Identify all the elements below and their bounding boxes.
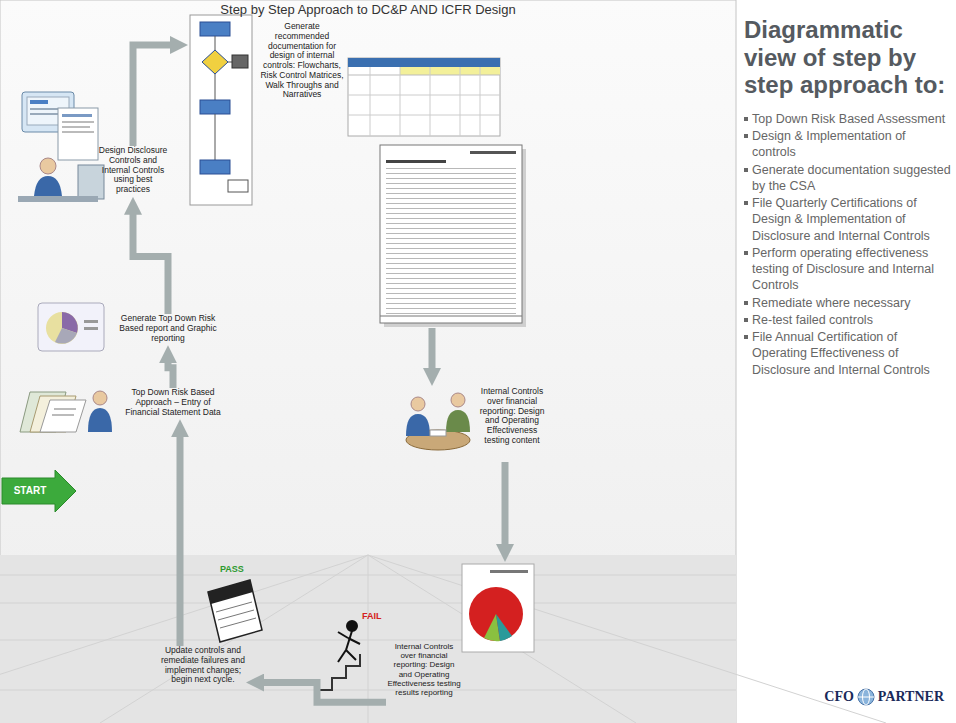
bullet-item: File Annual Certification of Operating E… [744,329,952,378]
step-text: Generate Top Down Risk Based report and … [118,314,218,343]
results-chart-image [462,564,534,652]
flow-arrow [429,328,436,372]
flow-arrow [177,433,184,646]
diagram-title: Step by Step Approach to DC&P AND ICFR D… [0,2,736,17]
bullet-text: Top Down Risk Based Assessment [752,112,945,126]
step-box: Design Disclosure Controls and Internal … [98,146,168,199]
bullet-item: File Quarterly Certifications of Design … [744,195,952,244]
flow-arrow [133,45,174,146]
bullet-text: File Annual Certification of Operating E… [752,330,930,377]
report-chart-icon [38,303,104,351]
bullet-text: Re-test failed controls [752,313,873,327]
step-text: Design Disclosure Controls and Internal … [98,146,168,195]
narrative-document-image [380,145,526,327]
step-text: Top Down Risk Based Approach – Entry of … [118,388,228,417]
risk-control-matrix-image [348,58,500,136]
flow-arrow [260,683,386,703]
bullet-marker [744,301,748,305]
step-box: Internal Controls over financial reporti… [386,560,536,718]
step-box: Top Down Risk Based Approach – Entry of … [118,388,228,421]
bullet-item: Perform operating effectiveness testing … [744,245,952,294]
step-box: Generate recommended documentation for d… [186,10,526,328]
bullet-item: Re-test failed controls [744,312,952,328]
bullet-marker [744,168,748,172]
bullet-text: File Quarterly Certifications of Design … [752,196,930,243]
data-entry-icon [20,391,112,432]
bullet-item: Top Down Risk Based Assessment [744,111,952,127]
pass-label: PASS [220,564,250,574]
step-box: Update controls and remediate failures a… [158,646,248,689]
pass-calendar-icon [208,580,262,642]
step-text: Internal Controls over financial reporti… [476,387,548,446]
flow-arrow [133,211,168,314]
bullet-marker [744,201,748,205]
bullet-marker [744,251,748,255]
bullet-item: Remediate where necessary [744,295,952,311]
testing-meeting-icon [406,393,470,450]
bullet-text: Design & Implementation of controls [752,129,906,159]
bullet-text: Perform operating effectiveness testing … [752,246,934,293]
fail-figure [318,621,360,702]
heading-text: Diagrammatic view of step by step approa… [744,16,945,98]
slide-heading: Diagrammatic view of step by step approa… [744,16,952,99]
designer-icon [18,92,104,202]
bullet-item: Design & Implementation of controls [744,128,952,161]
bullet-item: Generate documentation suggested by the … [744,162,952,195]
panel-ground [0,0,736,723]
bullet-column: Diagrammatic view of step by step approa… [744,16,952,379]
floor-grid [0,555,886,723]
flowchart-image [190,15,252,205]
bullet-marker [744,335,748,339]
step-box: Generate Top Down Risk Based report and … [118,314,218,347]
logo-word: CFO [824,689,854,705]
logo-globe [857,688,875,706]
flow-arrow [502,462,509,548]
flow-arrow [168,359,173,388]
bullet-text: Remediate where necessary [752,296,910,310]
bullet-marker [744,318,748,322]
bullet-marker [744,117,748,121]
step-text: Update controls and remediate failures a… [158,646,248,685]
step-text: Internal Controls over financial reporti… [386,642,462,697]
logo-word: PARTNER [878,689,944,705]
step-text: Generate recommended documentation for d… [258,22,346,100]
bullet-text: Generate documentation suggested by the … [752,163,951,193]
step-box: Internal Controls over financial reporti… [404,384,550,462]
bullet-marker [744,134,748,138]
fail-label: FAIL [362,611,386,621]
company-logo: CFO PARTNER [824,688,944,706]
start-arrow [2,470,76,512]
start-label: START [6,485,54,496]
